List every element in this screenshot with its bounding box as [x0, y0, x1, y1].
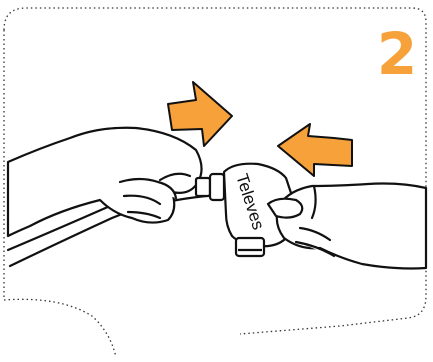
panel-border-bottom	[3, 30, 117, 358]
right-hand	[266, 182, 428, 270]
connector-plug	[194, 172, 226, 202]
left-hand	[6, 126, 203, 238]
arrow-right-icon	[167, 81, 233, 147]
arrow-left-icon	[277, 123, 353, 177]
step-number: 2	[376, 20, 418, 88]
panel-border	[3, 7, 427, 335]
